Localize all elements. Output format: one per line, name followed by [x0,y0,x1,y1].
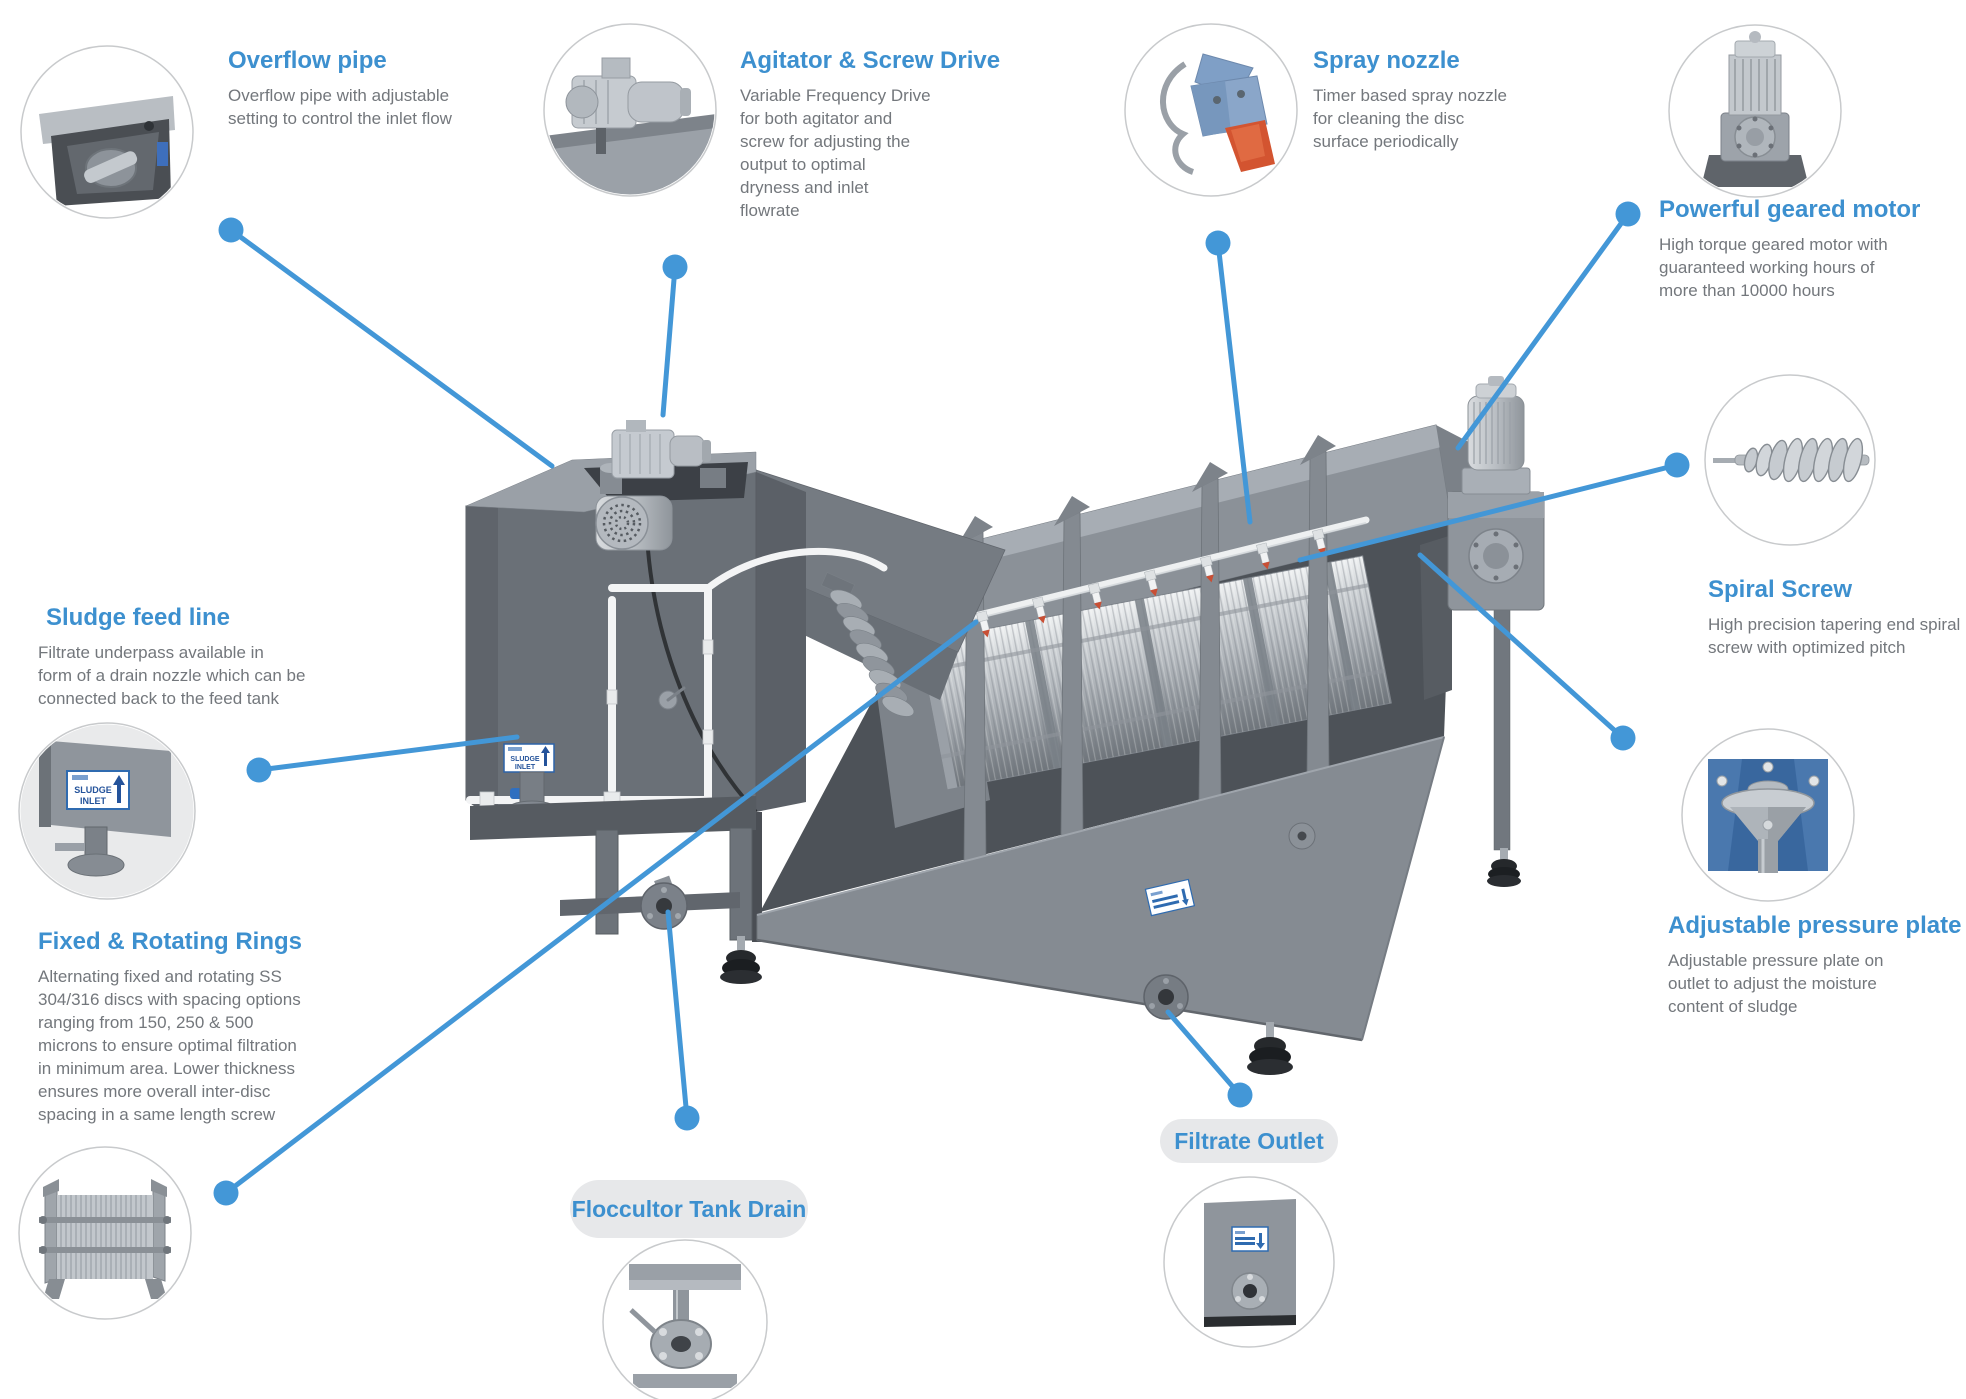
circle-overflow-pipe [20,45,194,219]
callout-adjustable-pressure-plate: Adjustable pressure plate Adjustable pre… [1668,912,1961,1018]
callout-title-spray-nozzle: Spray nozzle [1313,47,1460,74]
pointer-dot-tank-drain [674,1105,700,1131]
circle-tank-drain [602,1239,768,1399]
pointer-line-pressure-plate [1417,552,1626,741]
leveling-foot-left [720,936,762,984]
pointer-line-overflow-pipe [228,227,555,469]
tank-support-frame [470,796,762,984]
callout-desc-spiral-screw: High precision tapering end spiral screw… [1708,615,1961,657]
pointer-dot-geared-motor [1615,201,1641,227]
callout-title-agitator: Agitator & Screw Drive [740,47,1001,74]
circle-filtrate-outlet [1163,1176,1335,1348]
corrugated-hose [821,572,915,717]
callout-desc-sludge-feed: Filtrate underpass available in form of … [38,643,306,708]
callout-spray-nozzle: Spray nozzle Timer based spray nozzle fo… [1313,47,1507,153]
callout-sludge-feed-line: Sludge feed line Filtrate underpass avai… [38,604,305,710]
callout-title-geared-motor: Powerful geared motor [1659,196,1921,223]
callout-title-overflow-pipe: Overflow pipe [228,47,387,74]
callout-title-pressure-plate: Adjustable pressure plate [1668,912,1962,939]
circle-spray-nozzle [1124,23,1298,197]
callout-desc-spray-nozzle: Timer based spray nozzle for cleaning th… [1313,86,1508,151]
callout-title-rings: Fixed & Rotating Rings [38,928,302,955]
callout-title-sludge-feed: Sludge feed line [46,604,231,631]
sludge-inlet-photo-label2: INLET [80,796,107,806]
callout-title-spiral-screw: Spiral Screw [1708,576,1853,603]
callout-desc-geared-motor: High torque geared motor with guaranteed… [1659,235,1888,300]
callout-desc-overflow-pipe: Overflow pipe with adjustable setting to… [228,86,452,128]
pointer-line-spiral-screw [1297,462,1680,563]
leveling-foot-middle [1247,1022,1293,1075]
circle-geared-motor [1668,24,1842,198]
pill-floccultor-tank-drain: Floccultor Tank Drain [570,1180,808,1238]
pointer-dot-spiral-screw [1664,452,1690,478]
circle-sludge-inlet: SLUDGE INLET [18,722,196,900]
pointer-line-tank-drain [665,909,690,1121]
pointer-line-agitator [660,264,678,418]
filtrate-outlet-flange [1143,974,1189,1020]
leveling-foot-right [1487,848,1521,887]
circle-agitator-screw-drive [543,23,717,197]
pointer-line-filtrate-outlet [1165,1009,1243,1098]
pointer-dot-agitator [662,254,688,280]
circle-rings [18,1146,192,1320]
pointer-dot-filtrate-outlet [1227,1082,1253,1108]
callout-overflow-pipe: Overflow pipe Overflow pipe with adjusta… [228,47,452,130]
pointer-line-geared-motor [1455,211,1631,451]
callout-desc-rings: Alternating fixed and rotating SS 304/31… [38,967,301,1124]
sludge-inlet-photo-label1: SLUDGE [74,785,112,795]
circle-spiral-screw [1704,374,1876,546]
pointer-dot-pressure-plate [1610,725,1636,751]
callout-circles: SLUDGE INLET [18,23,1876,1399]
callout-agitator-screw-drive: Agitator & Screw Drive Variable Frequenc… [740,47,1000,222]
filtrate-tank-panel [752,736,1445,1042]
callout-desc-agitator: Variable Frequency Drive for both agitat… [740,86,931,220]
tank-drain-flange [640,875,688,930]
pointer-dot-overflow-pipe [218,217,244,243]
agitator-drive [595,420,711,551]
callout-desc-pressure-plate: Adjustable pressure plate on outlet to a… [1668,951,1884,1016]
pointer-dots [213,201,1690,1206]
pill-label-floccultor-tank-drain: Floccultor Tank Drain [571,1195,807,1222]
filtrate-outlet-label [1144,878,1196,917]
pill-filtrate-outlet: Filtrate Outlet [1160,1119,1338,1163]
callout-powerful-geared-motor: Powerful geared motor High torque geared… [1659,196,1920,302]
pill-label-filtrate-outlet: Filtrate Outlet [1174,1127,1324,1154]
pointer-dot-spray-nozzle [1205,230,1231,256]
disc-screen-drum [918,555,1392,790]
pointer-lines [223,211,1680,1196]
pointer-dot-rings [213,1180,239,1206]
callout-fixed-rotating-rings: Fixed & Rotating Rings Alternating fixed… [38,928,302,1126]
pointer-line-spray-nozzle [1215,240,1253,525]
pointer-line-sludge-feed [256,734,520,773]
machine-illustration: SLUDGE INLET [465,376,1545,1075]
sludge-inlet-label-line2: INLET [515,764,536,771]
callout-spiral-screw: Spiral Screw High precision tapering end… [1708,576,1960,659]
sludge-inlet-label-line1: SLUDGE [510,756,540,763]
pointer-dot-sludge-feed [246,757,272,783]
pointer-line-rings [223,619,979,1196]
circle-pressure-plate [1681,728,1855,902]
